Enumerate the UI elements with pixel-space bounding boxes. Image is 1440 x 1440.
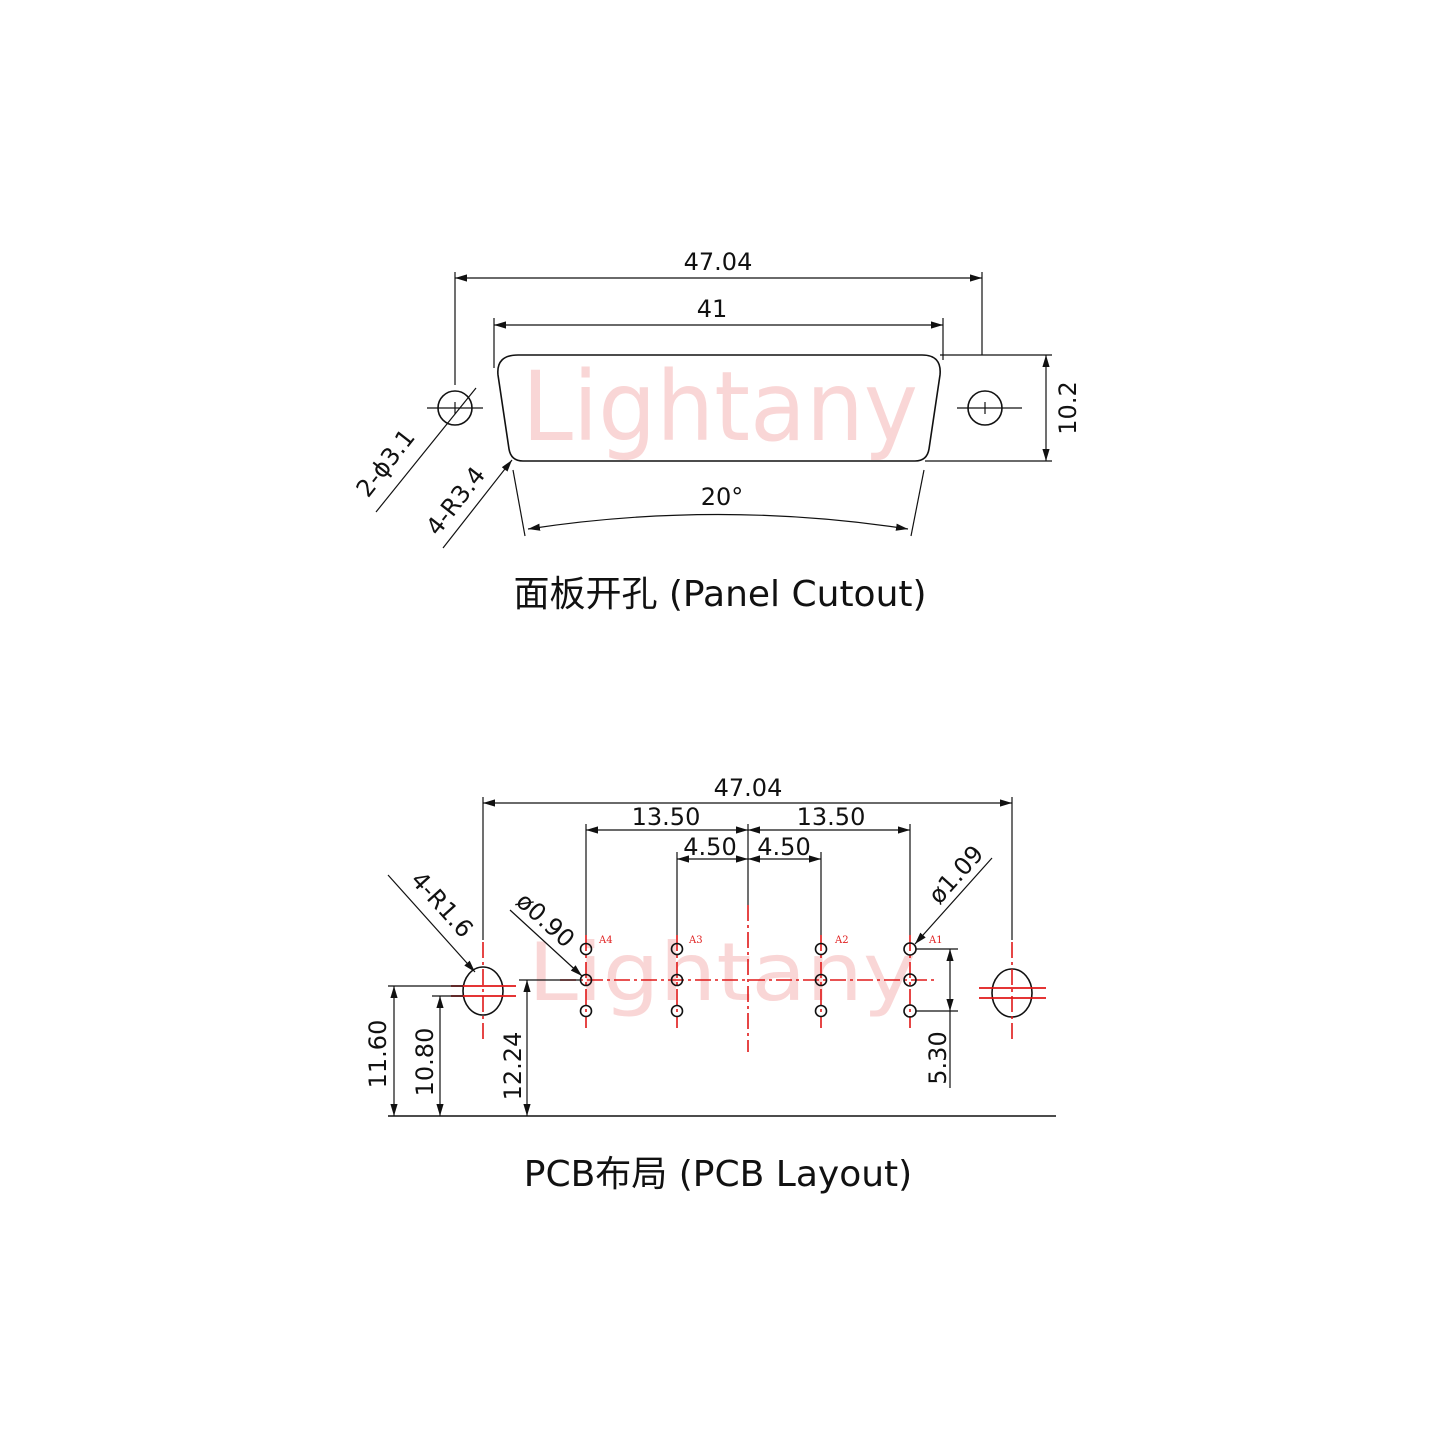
- dim-arc-angle: [527, 513, 909, 531]
- pin-label-a1: A1: [928, 935, 943, 946]
- pin-column-a3: [670, 942, 684, 1018]
- pcb-layout-caption: PCB布局 (PCB Layout): [524, 1154, 912, 1195]
- panel-cutout-view: Lightany 47.04 41 10.2 2-: [351, 248, 1082, 615]
- dim-height: 10.2: [1054, 381, 1082, 434]
- pin-column-a4: [579, 942, 593, 1018]
- pcb-mount-hole-right: [979, 942, 1046, 1040]
- dim-pcb-overall-width: 47.04: [714, 774, 783, 802]
- d-sub-opening: [497, 354, 941, 462]
- dim-row-spacing: 5.30: [924, 1031, 952, 1084]
- watermark: Lightany: [522, 351, 918, 463]
- mount-hole-right: [957, 390, 1022, 426]
- dim-pitch-right: 13.50: [797, 803, 866, 831]
- mount-hole-left: [427, 390, 483, 426]
- dim-center-right: 4.50: [757, 833, 810, 861]
- pcb-layout-view: Lightany 47.04 13.50 13.50 4.50 4.50: [364, 774, 1056, 1195]
- dim-hole-diameter: 2-ϕ3.1: [351, 424, 421, 503]
- dim-opening-width: 41: [697, 295, 728, 323]
- pin-label-a3: A3: [688, 935, 703, 946]
- panel-cutout-caption: 面板开孔 (Panel Cutout): [513, 574, 926, 615]
- pin-label-a4: A4: [598, 935, 613, 946]
- pin-column-a2: [814, 942, 828, 1018]
- dim-height-b: 10.80: [411, 1028, 439, 1097]
- dim-angle: 20°: [701, 483, 744, 511]
- watermark-pcb: Lightany: [528, 926, 916, 1019]
- dim-height-c: 12.24: [499, 1032, 527, 1101]
- dim-pitch-left: 13.50: [632, 803, 701, 831]
- dim-overall-width: 47.04: [684, 248, 753, 276]
- pin-label-a2: A2: [834, 935, 849, 946]
- dim-mount-radius: 4-R1.6: [405, 866, 479, 943]
- dim-height-a: 11.60: [364, 1020, 392, 1089]
- dim-center-left: 4.50: [683, 833, 736, 861]
